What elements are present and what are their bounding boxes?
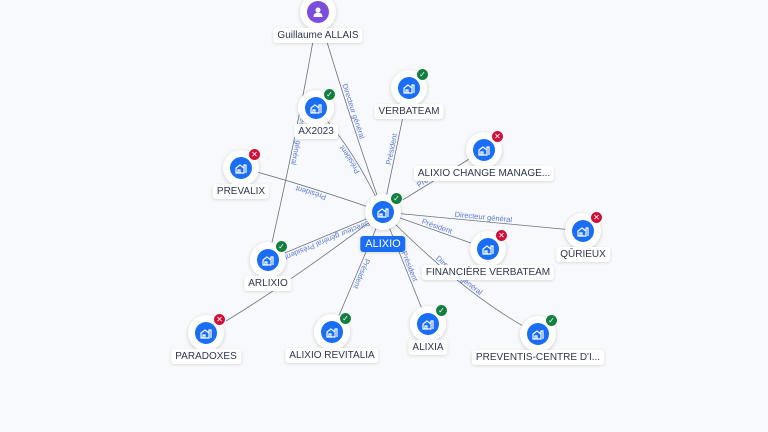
company-icon-circle[interactable]: ✓: [365, 192, 403, 230]
building-icon: [477, 238, 499, 260]
node-label: VERBATEAM: [374, 104, 444, 119]
building-icon: [372, 201, 394, 223]
company-icon-circle[interactable]: ✕: [466, 130, 504, 168]
building-icon: [257, 249, 279, 271]
check-icon: ✓: [323, 88, 336, 101]
check-icon: ✓: [339, 312, 352, 325]
check-icon: ✓: [416, 68, 429, 81]
company-icon-circle[interactable]: ✕: [470, 229, 508, 267]
company-icon-circle[interactable]: ✓: [520, 314, 558, 352]
close-icon: ✕: [213, 313, 226, 326]
node-label: PREVENTIS-CENTRE D'I...: [471, 350, 605, 365]
node-label: FINANCIÈRE VERBATEAM: [421, 265, 555, 280]
edge-center-qurieux: [382, 211, 584, 232]
close-icon: ✕: [248, 148, 261, 161]
company-icon-circle[interactable]: ✓: [250, 240, 288, 278]
close-icon: ✕: [495, 229, 508, 242]
building-icon: [230, 157, 252, 179]
edge-label: Président: [400, 250, 421, 284]
edge-label: Directeur général Président: [282, 218, 371, 262]
building-icon: [321, 321, 343, 343]
company-icon-circle[interactable]: ✕: [188, 313, 226, 351]
building-icon: [572, 220, 594, 242]
person-avatar[interactable]: [300, 0, 336, 30]
node-label: AX2023: [294, 124, 338, 139]
company-icon-circle[interactable]: ✓: [410, 304, 448, 342]
building-icon: [195, 322, 217, 344]
edge-label: Directeur général: [340, 83, 366, 141]
company-icon-circle[interactable]: ✓: [298, 88, 336, 126]
building-icon: [305, 97, 327, 119]
company-icon-circle[interactable]: ✕: [223, 148, 261, 186]
node-label: ARLIXIO: [244, 276, 292, 291]
close-icon: ✕: [491, 130, 504, 143]
node-label: PREVALIX: [212, 184, 270, 199]
company-icon-circle[interactable]: ✓: [391, 68, 429, 106]
check-icon: ✓: [275, 240, 288, 253]
person-icon: [307, 1, 329, 23]
building-icon: [527, 323, 549, 345]
building-icon: [398, 77, 420, 99]
edge-label: Président: [337, 143, 362, 175]
node-label: ALIXIO: [360, 236, 406, 252]
node-label: ALIXIO CHANGE MANAGE...: [413, 166, 555, 181]
node-label: QŪRIEUX: [556, 247, 610, 262]
company-icon-circle[interactable]: ✕: [565, 211, 603, 249]
edge-label: Président: [294, 184, 328, 202]
close-icon: ✕: [590, 211, 603, 224]
company-icon-circle[interactable]: ✓: [314, 312, 352, 350]
node-label: ALIXIO REVITALIA: [285, 348, 379, 363]
building-icon: [473, 139, 495, 161]
node-label: ALIXIA: [408, 340, 448, 355]
edge-label: Président: [421, 217, 455, 236]
node-label: Guillaume ALLAIS: [273, 28, 363, 43]
edge-label: Président: [384, 132, 400, 166]
check-icon: ✓: [435, 304, 448, 317]
check-icon: ✓: [390, 192, 403, 205]
edge-label: Directeur général: [454, 210, 512, 224]
check-icon: ✓: [545, 314, 558, 327]
building-icon: [417, 313, 439, 335]
node-label: PARADOXES: [171, 349, 241, 364]
